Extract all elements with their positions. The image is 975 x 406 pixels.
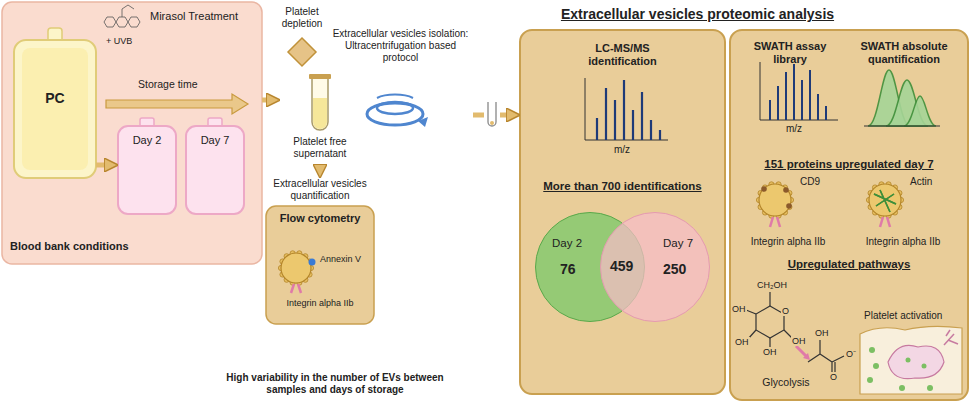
riboflavin-structure bbox=[104, 5, 140, 27]
marker-label: CD9 bbox=[800, 176, 836, 188]
marker-label: Actin bbox=[910, 176, 954, 188]
glucose-structure bbox=[746, 292, 844, 372]
blood-bag: Day 2 bbox=[118, 118, 176, 214]
venn-text: Day 7 bbox=[663, 237, 703, 251]
flow-arrow bbox=[262, 98, 269, 103]
step-label: Extracellular vesicles isolation: Ultrac… bbox=[328, 28, 473, 64]
panel-text: Flow cytometry bbox=[262, 212, 378, 225]
axis-label: m/z bbox=[614, 144, 630, 156]
venn-text: 76 bbox=[560, 261, 590, 278]
venn-count: 459 bbox=[610, 258, 633, 275]
swath-panel: SWATH assay library SWATH absolute quanti… bbox=[730, 30, 968, 400]
blood-bag: PC bbox=[14, 28, 96, 178]
centrifuge-icon: Extracellular vesicles isolation: Ultrac… bbox=[328, 28, 473, 134]
atom-label: OH bbox=[731, 304, 747, 314]
section-title: Extracellular vesicles proteomic analysi… bbox=[525, 6, 870, 23]
flow-arrow bbox=[318, 164, 323, 167]
panel-text: SWATH assay library bbox=[742, 40, 838, 66]
swath-peaks bbox=[864, 70, 940, 126]
panel-text: LC-MS/MS identification bbox=[575, 42, 670, 68]
venn-text: 250 bbox=[663, 261, 693, 278]
atom-label: OH bbox=[734, 337, 750, 347]
panel-text: Annexin V bbox=[320, 254, 361, 265]
venn-text: Day 2 bbox=[552, 237, 592, 251]
panel-text: Extracellular vesicles quantification bbox=[262, 178, 378, 202]
bag-label: PC bbox=[14, 90, 96, 107]
atom-label: O bbox=[781, 306, 790, 316]
panel-text: SWATH absolute quantification bbox=[850, 40, 958, 66]
panel-text: 151 proteins upregulated day 7 bbox=[730, 158, 968, 172]
atom-label: OH bbox=[791, 336, 807, 346]
bag-label: Day 2 bbox=[118, 134, 176, 147]
chemical-label: + UVB bbox=[106, 36, 132, 47]
vesicle-icon: CD9Integrin alpha IIb bbox=[738, 176, 838, 252]
platelet-activation-drawing bbox=[860, 326, 962, 394]
note-text: High variability in the number of EVs be… bbox=[205, 372, 465, 396]
blood-bag: Day 7 bbox=[186, 118, 244, 214]
panel-text: Blood bank conditions bbox=[10, 240, 210, 253]
panel-text: Glycolysis bbox=[746, 376, 826, 389]
swath-library-spectrum bbox=[760, 62, 838, 120]
centrifuge-drawing bbox=[367, 95, 428, 127]
atom-label: OH bbox=[762, 347, 778, 357]
flow-arrow bbox=[96, 163, 107, 168]
tube-icon: Platelet free supernatant bbox=[280, 72, 360, 164]
depletion-diamond-shape bbox=[288, 38, 316, 66]
storage-arrow bbox=[106, 94, 248, 114]
atom-label: O bbox=[829, 372, 838, 382]
axis-label: m/z bbox=[786, 123, 802, 135]
vesicle-icon: ActinIntegrin alpha IIb bbox=[848, 176, 958, 252]
atom-label: O⁻ bbox=[845, 349, 857, 359]
step-label: Platelet free supernatant bbox=[280, 136, 360, 160]
tube-drawing bbox=[309, 74, 331, 130]
marker-label: Integrin alpha IIb bbox=[738, 236, 838, 248]
identification-panel: LC-MS/MS identificationMore than 700 ide… bbox=[520, 30, 725, 394]
step-label: Platelet depletion bbox=[270, 6, 334, 30]
cytometry-panel: Extracellular vesicles quantificationFlo… bbox=[262, 178, 378, 326]
panel-text: Platelet activation bbox=[864, 310, 964, 322]
atom-label: OH bbox=[814, 328, 830, 338]
panel-text: Upregulated pathways bbox=[730, 258, 968, 272]
panel-text: Mirasol Treatment bbox=[150, 10, 260, 23]
blood-bag-drawing bbox=[14, 28, 244, 214]
atom-label: CH₂OH bbox=[756, 280, 788, 290]
spectrum bbox=[585, 78, 668, 140]
depletion-diamond: Platelet depletion bbox=[270, 6, 334, 68]
panel-text: Integrin alpha IIb bbox=[268, 298, 372, 309]
marker-label: Integrin alpha IIb bbox=[848, 236, 958, 248]
panel-text: Storage time bbox=[138, 78, 228, 91]
bag-label: Day 7 bbox=[186, 134, 244, 147]
panel-text: More than 700 identifications bbox=[520, 180, 725, 194]
